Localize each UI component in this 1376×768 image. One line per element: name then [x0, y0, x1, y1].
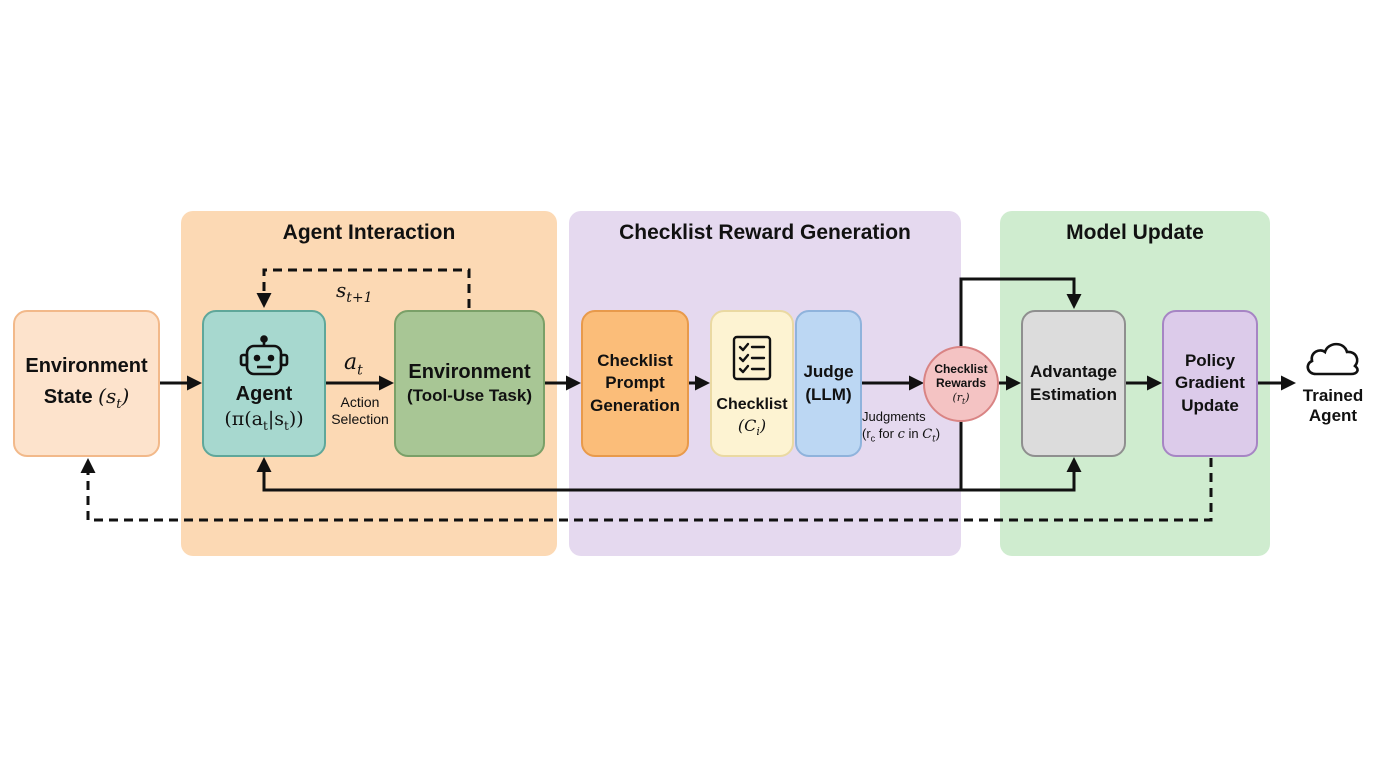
trained-agent-label: Trained Agent — [1302, 386, 1364, 426]
checklist-icon — [732, 335, 772, 381]
judgments-label: Judgments (rc for c in Ct) — [862, 409, 941, 445]
checklist-rewards-line2: Rewards — [935, 376, 987, 391]
environment-state-line2: State (st) — [43, 384, 130, 412]
policy-gradient-node: Policy Gradient Update — [1162, 310, 1258, 457]
arrow-next-state-loop — [256, 268, 471, 308]
judge-line1: Judge — [803, 362, 854, 382]
checklist-node: Checklist (Ci) — [710, 310, 794, 457]
policy-line1: Policy — [1184, 351, 1236, 371]
judge-node: Judge (LLM) — [795, 310, 862, 457]
action-label: at — [344, 350, 363, 379]
cloud-icon — [1306, 342, 1359, 376]
environment-line1: Environment — [408, 361, 531, 383]
policy-line2: Gradient — [1175, 373, 1245, 393]
advantage-line2: Estimation — [1030, 384, 1117, 404]
checklist-prompt-line1: Checklist — [597, 351, 673, 371]
advantage-line1: Advantage — [1030, 362, 1117, 382]
model-update-title: Model Update — [1066, 221, 1204, 244]
checklist-rewards-node: Checklist Rewards (rt) — [923, 346, 999, 422]
arrow-feedback-to-advantage — [961, 457, 1082, 492]
advantage-estimation-node: Advantage Estimation — [1021, 310, 1126, 457]
checklist-prompt-line3: Generation — [590, 395, 680, 415]
agent-interaction-title: Agent Interaction — [282, 221, 456, 244]
checklist-prompt-node: Checklist Prompt Generation — [581, 310, 689, 457]
checklist-rewards-line1: Checklist — [934, 361, 988, 376]
action-selection-label: Action Selection — [331, 394, 389, 427]
environment-state-node: Environment State (st) — [13, 310, 160, 457]
checklist-reward-title: Checklist Reward Generation — [619, 221, 911, 244]
checklist-math: (Ci) — [737, 416, 767, 439]
agent-node: Agent (π(at|st)) — [202, 310, 326, 457]
arrow-feedback-to-agent — [256, 457, 961, 492]
checklist-title: Checklist — [716, 396, 788, 413]
robot-icon — [239, 334, 289, 375]
checklist-rewards-math: (rt) — [952, 390, 970, 406]
agent-title: Agent — [235, 382, 293, 405]
policy-line3: Update — [1181, 395, 1239, 415]
checklist-prompt-line2: Prompt — [605, 373, 665, 393]
environment-node: Environment (Tool-Use Task) — [394, 310, 545, 457]
environment-state-line1: Environment — [25, 355, 148, 377]
arrow-policy-to-env-state — [80, 458, 1213, 522]
judge-line2: (LLM) — [805, 384, 852, 404]
next-state-label: st+1 — [336, 278, 373, 306]
environment-line2: (Tool-Use Task) — [407, 386, 532, 405]
agent-formula: (π(at|st)) — [224, 407, 304, 433]
